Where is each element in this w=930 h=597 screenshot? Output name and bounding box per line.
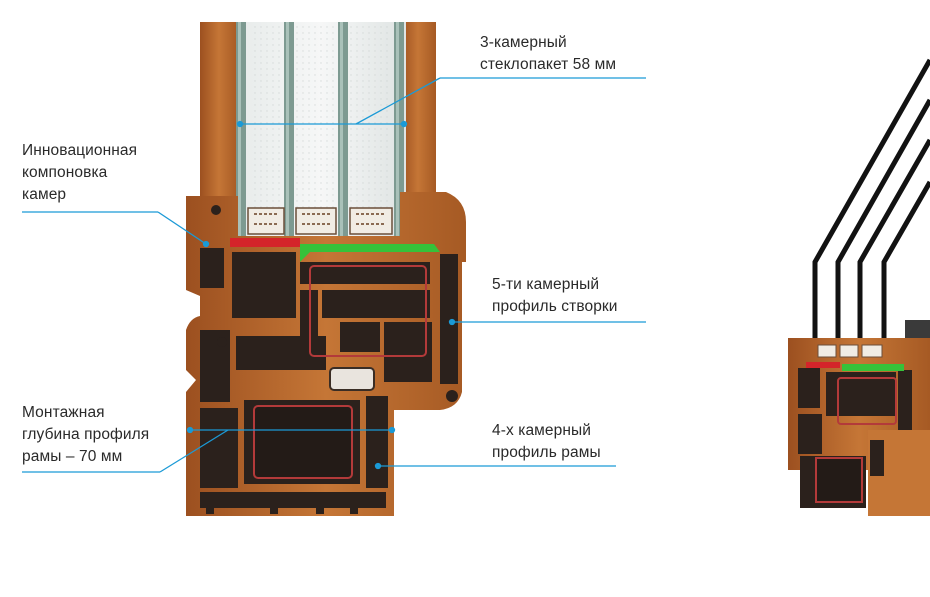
chambers-label: Инновационная компоновка камер [22,140,137,206]
mounting-depth-label-line2: глубина профиля [22,426,150,443]
frame-label-line1: 4-х камерный [492,422,592,439]
glazing-label-line1: 3-камерный [480,34,567,51]
frame-reinforcement [253,405,353,479]
green-seal [300,244,440,262]
callout-lines [22,77,646,473]
sash-label-line1: 5-ти камерный [492,276,600,293]
mounting-depth-label-line1: Монтажная [22,404,105,421]
mounting-depth-label: Монтажная глубина профиля рамы – 70 мм [22,402,149,468]
frame-label-line2: профиль рамы [492,444,601,461]
chambers-label-line2: компоновка [22,164,108,181]
secondary-section [788,58,930,516]
chambers-label-line3: камер [22,186,67,203]
sash-label-line2: профиль створки [492,298,618,315]
glazing-label-line2: стеклопакет 58 мм [480,56,617,73]
red-seal [230,238,300,247]
glazing-label: 3-камерный стеклопакет 58 мм [480,32,616,76]
sash-reinforcement [309,265,427,357]
glass-panes [236,22,404,242]
frame-label: 4-х камерный профиль рамы [492,420,601,464]
chambers-label-line1: Инновационная [22,142,138,159]
spacer-frames [247,207,393,235]
sash-label: 5-ти камерный профиль створки [492,274,618,318]
main-section [186,22,466,516]
mounting-depth-label-line3: рамы – 70 мм [22,448,123,465]
